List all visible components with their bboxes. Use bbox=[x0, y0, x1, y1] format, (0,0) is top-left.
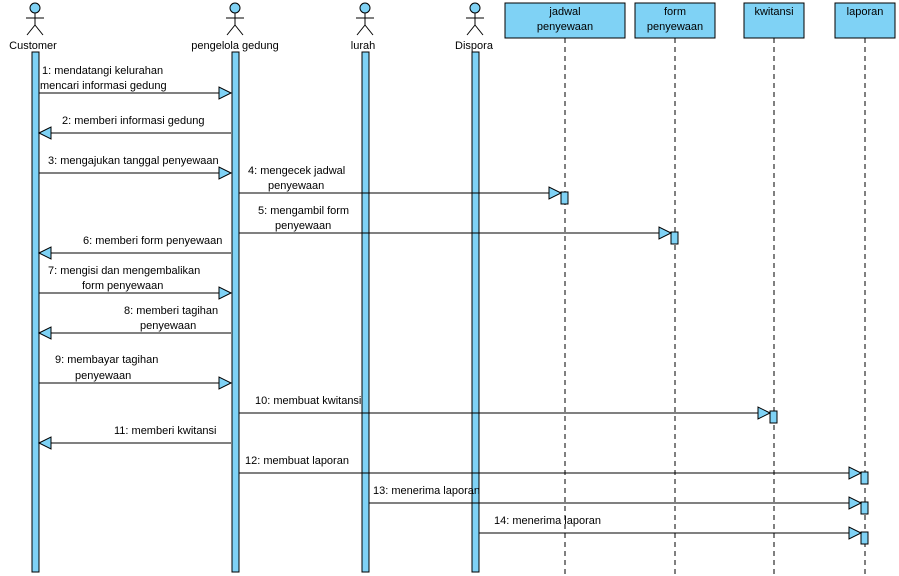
actor-label: pengelola gedung bbox=[191, 40, 278, 52]
object-kwitansi: kwitansi bbox=[743, 2, 805, 574]
actor-label: Dispora bbox=[455, 40, 494, 52]
message-label: 10: membuat kwitansi bbox=[255, 395, 361, 407]
message-12: 12: membuat laporan bbox=[239, 455, 863, 480]
message-label: 14: menerima laporan bbox=[494, 515, 601, 527]
object-laporan: laporan bbox=[834, 2, 896, 574]
message-arrowhead bbox=[848, 466, 863, 480]
message-label: 3: mengajukan tanggal penyewaan bbox=[48, 155, 219, 167]
message-arrowhead bbox=[37, 326, 52, 340]
message-14: 14: menerima laporan bbox=[479, 515, 863, 540]
actor-leg-left bbox=[26, 24, 36, 36]
message-arrowhead bbox=[757, 406, 772, 420]
object-activation-box bbox=[860, 471, 869, 485]
message-5: 5: mengambil form penyewaan bbox=[239, 205, 673, 240]
object-activation-box bbox=[860, 531, 869, 545]
message-label: 8: memberi tagihan bbox=[124, 305, 218, 317]
object-form: form penyewaan bbox=[634, 2, 716, 574]
message-label: mencari informasi gedung bbox=[40, 80, 167, 92]
message-label: 5: mengambil form bbox=[258, 205, 349, 217]
object-activation-box bbox=[860, 501, 869, 515]
object-label: laporan bbox=[847, 6, 884, 18]
message-arrowhead bbox=[37, 436, 52, 450]
message-10: 10: membuat kwitansi bbox=[239, 395, 772, 420]
message-label: penyewaan bbox=[275, 220, 331, 232]
message-4: 4: mengecek jadwal penyewaan bbox=[239, 165, 563, 200]
message-label: 9: membayar tagihan bbox=[55, 354, 158, 366]
object-activation-box bbox=[769, 410, 778, 424]
object-activation-box bbox=[670, 231, 679, 245]
message-13: 13: menerima laporan bbox=[369, 485, 863, 510]
message-1: 1: mendatangi kelurahan mencari informasi… bbox=[39, 65, 233, 100]
actor-leg-right bbox=[364, 24, 374, 36]
message-7: 7: mengisi dan mengembalikan form penyewa… bbox=[39, 265, 233, 300]
message-label: penyewaan bbox=[140, 320, 196, 332]
actor-pengelola: pengelola gedung bbox=[191, 2, 279, 573]
message-8: 8: memberi tagihan penyewaan bbox=[37, 305, 231, 340]
object-box bbox=[504, 2, 626, 39]
message-2: 2: memberi informasi gedung bbox=[37, 115, 231, 140]
message-6: 6: memberi form penyewaan bbox=[37, 235, 231, 260]
actor-lurah: lurah bbox=[351, 2, 375, 573]
actor-leg-left bbox=[466, 24, 476, 36]
message-label: 7: mengisi dan mengembalikan bbox=[48, 265, 200, 277]
object-box bbox=[634, 2, 716, 39]
message-arrowhead bbox=[218, 376, 233, 390]
actor-leg-right bbox=[474, 24, 484, 36]
message-label: 11: memberi kwitansi bbox=[114, 425, 217, 437]
object-label: form bbox=[664, 6, 686, 18]
actor-dispora: Dispora bbox=[455, 2, 494, 573]
object-label: jadwal bbox=[548, 6, 580, 18]
message-arrowhead bbox=[218, 286, 233, 300]
message-label: 1: mendatangi kelurahan bbox=[42, 65, 163, 77]
message-label: penyewaan bbox=[268, 180, 324, 192]
object-label: penyewaan bbox=[537, 21, 593, 33]
message-arrowhead bbox=[548, 186, 563, 200]
message-3: 3: mengajukan tanggal penyewaan bbox=[39, 155, 233, 180]
actor-activation-bar bbox=[471, 51, 480, 573]
message-9: 9: membayar tagihan penyewaan bbox=[39, 354, 233, 390]
message-label: form penyewaan bbox=[82, 280, 163, 292]
actor-head bbox=[229, 2, 241, 14]
message-label: 2: memberi informasi gedung bbox=[62, 115, 204, 127]
object-box bbox=[834, 2, 896, 39]
object-box bbox=[743, 2, 805, 39]
message-11: 11: memberi kwitansi bbox=[37, 425, 231, 450]
actor-head bbox=[359, 2, 371, 14]
actor-customer: Customer bbox=[9, 2, 57, 573]
message-label: 13: menerima laporan bbox=[373, 485, 480, 497]
message-arrowhead bbox=[218, 166, 233, 180]
actor-activation-bar bbox=[231, 51, 240, 573]
actor-leg-left bbox=[356, 24, 366, 36]
actor-activation-bar bbox=[31, 51, 40, 573]
actor-head bbox=[469, 2, 481, 14]
actor-label: Customer bbox=[9, 40, 57, 52]
actor-label: lurah bbox=[351, 40, 375, 52]
message-label: 4: mengecek jadwal bbox=[248, 165, 345, 177]
message-arrowhead bbox=[218, 86, 233, 100]
object-label: kwitansi bbox=[754, 6, 793, 18]
object-label: penyewaan bbox=[647, 21, 703, 33]
object-activation-box bbox=[560, 191, 569, 205]
message-arrowhead bbox=[848, 526, 863, 540]
message-label: 12: membuat laporan bbox=[245, 455, 349, 467]
message-arrowhead bbox=[37, 246, 52, 260]
object-jadwal: jadwal penyewaan bbox=[504, 2, 626, 574]
message-label: penyewaan bbox=[75, 370, 131, 382]
actor-head bbox=[29, 2, 41, 14]
message-arrowhead bbox=[37, 126, 52, 140]
actor-activation-bar bbox=[361, 51, 370, 573]
message-arrowhead bbox=[658, 226, 673, 240]
actor-leg-left bbox=[226, 24, 236, 36]
actor-leg-right bbox=[234, 24, 244, 36]
actor-leg-right bbox=[34, 24, 44, 36]
message-label: 6: memberi form penyewaan bbox=[83, 235, 222, 247]
message-arrowhead bbox=[848, 496, 863, 510]
